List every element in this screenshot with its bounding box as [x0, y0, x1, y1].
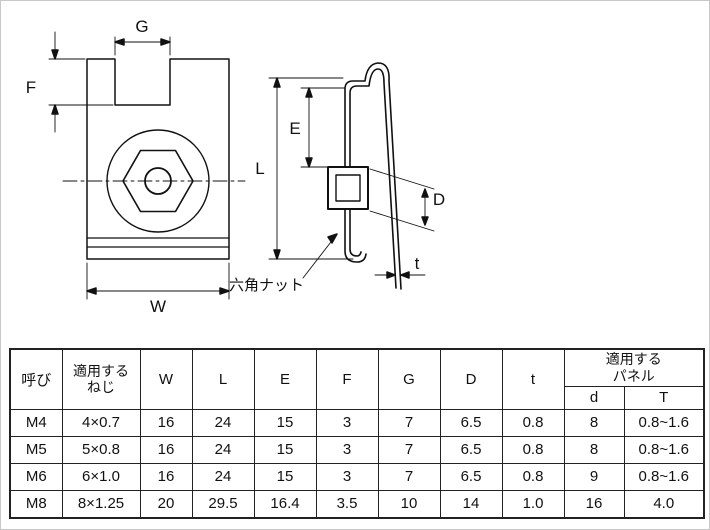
table-row-m8: M8 8×1.25 20 29.5 16.4 3.5 10 14 1.0 16 …	[9, 489, 705, 519]
col-header-F: F	[315, 348, 379, 410]
col-header-W: W	[139, 348, 193, 410]
dim-L-arrow-bottom	[273, 249, 281, 260]
dim-t-arrow-right	[400, 271, 410, 279]
cell-value: 15	[253, 462, 317, 491]
clip-outer-contour	[344, 62, 402, 290]
cell-value: 6.5	[439, 462, 503, 491]
col-header-nominal: 呼び	[9, 348, 63, 410]
label-W: W	[150, 297, 166, 316]
cell-nominal: M5	[9, 435, 63, 464]
label-E: E	[289, 119, 300, 138]
cell-value: 16	[139, 435, 193, 464]
cell-value: 16	[139, 408, 193, 437]
dim-G-arrow-left	[114, 38, 125, 46]
dim-F-arrow-bottom	[51, 104, 59, 115]
table-row-m4: M4 4×0.7 16 24 15 3 7 6.5 0.8 8 0.8~1.6	[9, 408, 705, 437]
clip-inner-contour	[349, 68, 397, 289]
col-header-screw: 適用する ねじ	[61, 348, 141, 410]
front-fold-lines	[86, 237, 230, 248]
dim-L-lines	[268, 77, 354, 260]
label-L: L	[255, 159, 264, 178]
cell-value: 10	[377, 489, 441, 519]
part-drawing: G F W L E D t 六角ナット	[26, 17, 445, 316]
dim-E-lines	[300, 87, 346, 168]
dim-W-arrow-right	[219, 287, 230, 295]
col-header-E: E	[253, 348, 317, 410]
label-hex-nut: 六角ナット	[229, 277, 304, 294]
dim-L-arrow-top	[273, 77, 281, 88]
col-header-t: t	[501, 348, 565, 410]
cell-screw: 4×0.7	[61, 408, 141, 437]
cell-value: 14	[439, 489, 503, 519]
cell-value: 24	[191, 462, 255, 491]
cell-screw: 5×0.8	[61, 435, 141, 464]
cell-value: 29.5	[191, 489, 255, 519]
dim-D-arrow-top	[421, 188, 429, 198]
cell-value: 3	[315, 435, 379, 464]
cell-value: 3	[315, 408, 379, 437]
col-header-panel-T: T	[623, 385, 705, 410]
col-header-panel: 適用する パネル	[563, 348, 705, 387]
dim-W-arrow-left	[86, 287, 97, 295]
dim-D-arrow-bottom	[421, 216, 429, 226]
col-header-L: L	[191, 348, 255, 410]
dim-t-arrow-left	[386, 271, 396, 279]
dimension-table: 呼び 適用する ねじ W L E F G D t 適用する パネル d T	[9, 348, 705, 519]
cell-value: 16.4	[253, 489, 317, 519]
cell-value: 16	[139, 462, 193, 491]
cell-value: 3	[315, 462, 379, 491]
table-row-m6: M6 6×1.0 16 24 15 3 7 6.5 0.8 9 0.8~1.6	[9, 462, 705, 491]
cell-value: 15	[253, 408, 317, 437]
cell-value: 4.0	[623, 489, 705, 519]
cell-nominal: M6	[9, 462, 63, 491]
cell-screw: 6×1.0	[61, 462, 141, 491]
dimension-table-area: 呼び 適用する ねじ W L E F G D t 適用する パネル d T	[9, 348, 705, 519]
cell-value: 9	[563, 462, 625, 491]
cell-value: 0.8	[501, 435, 565, 464]
cell-value: 7	[377, 462, 441, 491]
cell-value: 6.5	[439, 408, 503, 437]
cell-value: 7	[377, 408, 441, 437]
cell-value: 20	[139, 489, 193, 519]
cell-value: 24	[191, 435, 255, 464]
nut-side-outer	[327, 166, 369, 210]
cell-value: 16	[563, 489, 625, 519]
col-header-D: D	[439, 348, 503, 410]
label-D: D	[433, 190, 445, 209]
cell-value: 6.5	[439, 435, 503, 464]
dim-G-arrow-right	[160, 38, 171, 46]
hex-nut-leader-line	[302, 237, 335, 279]
cell-value: 24	[191, 408, 255, 437]
cell-value: 0.8	[501, 462, 565, 491]
nut-side-inner	[335, 174, 361, 202]
dim-W-lines	[86, 262, 230, 300]
dim-E-arrow-bottom	[305, 157, 313, 168]
dim-F-arrow-top	[51, 49, 59, 60]
cell-value: 0.8~1.6	[623, 462, 705, 491]
dim-E-arrow-top	[305, 87, 313, 98]
cell-nominal: M4	[9, 408, 63, 437]
label-G: G	[135, 17, 148, 36]
cell-value: 15	[253, 435, 317, 464]
cell-value: 0.8~1.6	[623, 408, 705, 437]
col-header-panel-d: d	[563, 385, 625, 410]
cell-value: 3.5	[315, 489, 379, 519]
label-F: F	[26, 78, 36, 97]
label-t: t	[415, 254, 420, 273]
cell-nominal: M8	[9, 489, 63, 519]
cell-value: 0.8~1.6	[623, 435, 705, 464]
cell-value: 8	[563, 408, 625, 437]
cell-value: 8	[563, 435, 625, 464]
cell-value: 0.8	[501, 408, 565, 437]
col-header-G: G	[377, 348, 441, 410]
cell-value: 1.0	[501, 489, 565, 519]
cell-screw: 8×1.25	[61, 489, 141, 519]
table-row-m5: M5 5×0.8 16 24 15 3 7 6.5 0.8 8 0.8~1.6	[9, 435, 705, 464]
cell-value: 7	[377, 435, 441, 464]
dim-F-lines	[48, 31, 114, 133]
hex-nut-leader-arrow	[327, 233, 338, 244]
